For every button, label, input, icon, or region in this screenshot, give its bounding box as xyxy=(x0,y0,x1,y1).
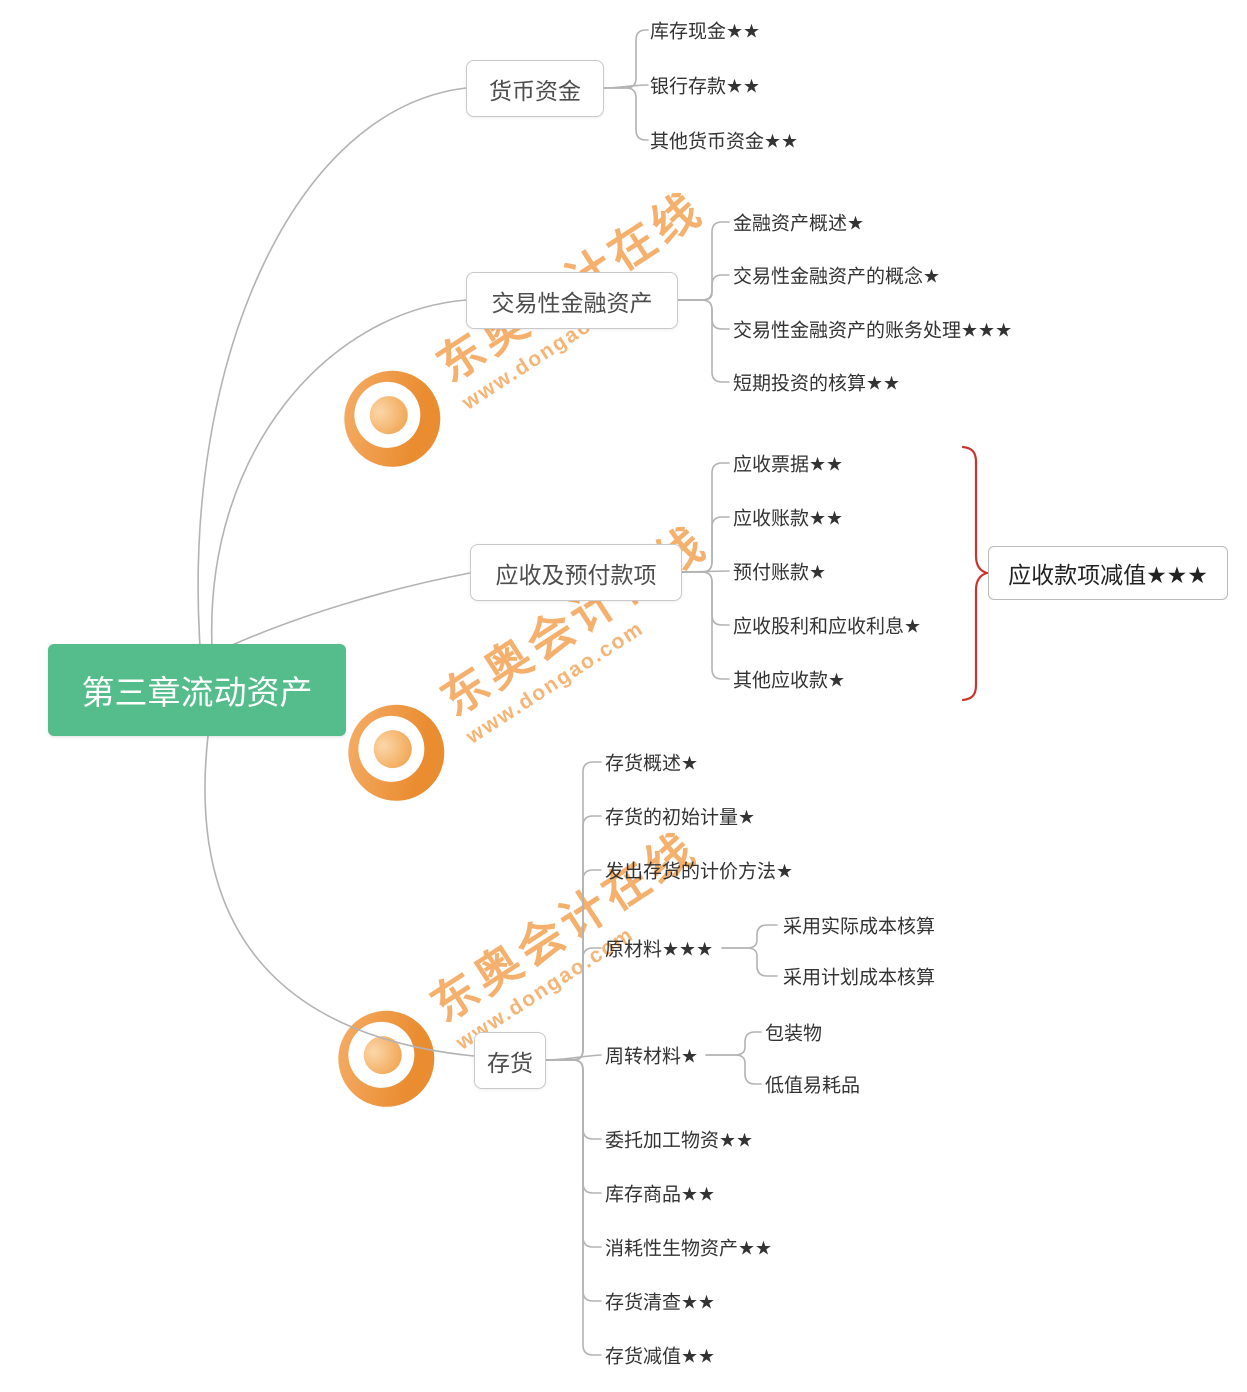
topic-accounts-receivable: 应收账款★★ xyxy=(733,508,844,530)
connector xyxy=(681,571,730,626)
brace-receivables-impairment xyxy=(961,445,991,702)
connector-root-inventory xyxy=(204,735,475,1057)
topic-financial-assets-overview: 金融资产概述★ xyxy=(733,213,865,235)
topic-short-term-investment: 短期投资的核算★★ xyxy=(733,373,901,395)
connector xyxy=(603,87,649,141)
branch-receivables-prepayments: 应收及预付款项 xyxy=(470,544,682,601)
connector xyxy=(721,947,778,977)
connector xyxy=(545,1059,602,1194)
connector xyxy=(603,29,649,89)
topic-dividends-interest-receivable: 应收股利和应收利息★ xyxy=(733,616,922,638)
summary-receivables-impairment: 应收款项减值★★★ xyxy=(988,546,1228,600)
topic-inventory-overview: 存货概述★ xyxy=(605,753,699,775)
connector xyxy=(677,274,730,301)
branch-trading-financial-assets: 交易性金融资产 xyxy=(466,272,678,329)
topic-packaging-materials: 包装物 xyxy=(765,1023,823,1045)
connector xyxy=(681,571,730,680)
connector xyxy=(705,1054,762,1085)
connector xyxy=(545,1059,602,1302)
topic-cash-on-hand: 库存现金★★ xyxy=(650,21,761,43)
connector xyxy=(545,815,602,1061)
connector xyxy=(545,1059,602,1140)
topic-trading-assets-accounting: 交易性金融资产的账务处理★★★ xyxy=(733,320,1013,342)
topic-inventory-count: 存货清查★★ xyxy=(605,1292,716,1314)
connector xyxy=(545,947,602,1061)
connector xyxy=(721,924,778,949)
connector xyxy=(677,299,730,383)
connector xyxy=(681,516,730,573)
topic-trading-assets-concept: 交易性金融资产的概念★ xyxy=(733,266,941,288)
branch-monetary-funds: 货币资金 xyxy=(466,60,604,117)
connector xyxy=(705,1031,762,1056)
topic-planned-cost-accounting: 采用计划成本核算 xyxy=(783,967,936,989)
connector xyxy=(677,299,730,330)
topic-notes-receivable: 应收票据★★ xyxy=(733,454,844,476)
connector-root-receivables xyxy=(229,572,471,647)
connector xyxy=(545,869,602,1061)
topic-consumable-biological-assets: 消耗性生物资产★★ xyxy=(605,1238,773,1260)
topic-inventory-initial-measurement: 存货的初始计量★ xyxy=(605,807,756,829)
branch-inventory: 存货 xyxy=(474,1032,546,1089)
topic-revolving-materials: 周转材料★ xyxy=(605,1046,699,1068)
topic-prepaid-accounts: 预付账款★ xyxy=(733,562,827,584)
topic-other-monetary-funds: 其他货币资金★★ xyxy=(650,131,799,153)
topic-inventory-valuation-methods: 发出存货的计价方法★ xyxy=(605,861,794,883)
connector xyxy=(677,221,730,301)
connector xyxy=(545,761,602,1061)
topic-raw-materials: 原材料★★★ xyxy=(605,939,714,961)
connector-root-monetary xyxy=(197,87,467,647)
topic-bank-deposits: 银行存款★★ xyxy=(650,76,761,98)
root-node-chapter3-current-assets: 第三章流动资产 xyxy=(48,644,346,736)
connector xyxy=(545,1059,602,1248)
topic-actual-cost-accounting: 采用实际成本核算 xyxy=(783,916,936,938)
topic-consigned-processing-materials: 委托加工物资★★ xyxy=(605,1130,754,1152)
topic-merchandise-inventory: 库存商品★★ xyxy=(605,1184,716,1206)
topic-low-value-consumables: 低值易耗品 xyxy=(765,1075,861,1097)
topic-other-receivables: 其他应收款★ xyxy=(733,670,846,692)
topic-inventory-impairment: 存货减值★★ xyxy=(605,1346,716,1368)
connector-root-trading xyxy=(210,299,467,647)
connector xyxy=(545,1059,602,1356)
